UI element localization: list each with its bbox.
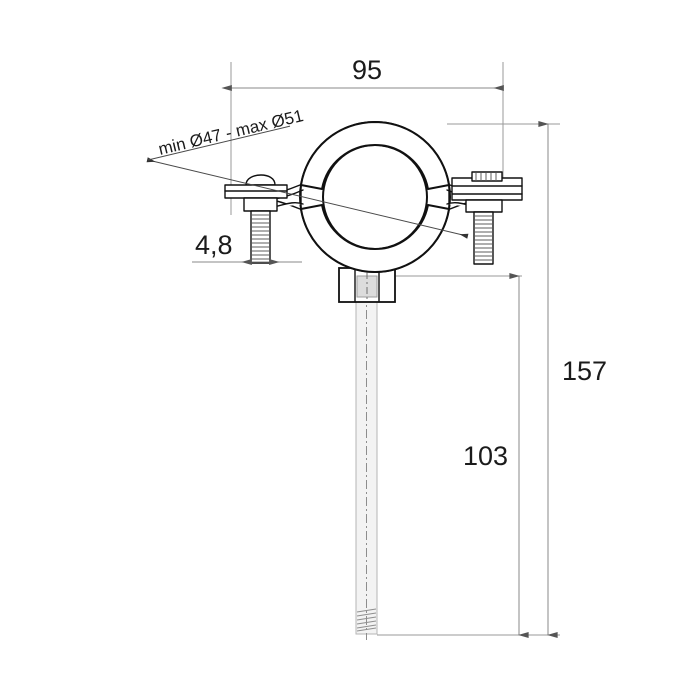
dim-label-103: 103 <box>463 441 508 471</box>
left-bolt <box>224 174 288 264</box>
center-nut <box>338 267 396 303</box>
left-bolt-washer <box>243 197 278 212</box>
left-bolt-head <box>245 174 276 186</box>
dim-label-157: 157 <box>562 356 607 386</box>
diameter-text-underline <box>147 125 291 161</box>
upper-shell-band <box>300 121 450 190</box>
right-bolt-shank <box>473 211 494 265</box>
dim-label-48: 4,8 <box>195 230 233 260</box>
threaded-rod <box>355 271 378 640</box>
dimension-width-95: 95 <box>221 55 504 215</box>
clamp-upper-shell <box>300 121 450 190</box>
right-bolt <box>451 171 523 265</box>
right-bolt-head <box>471 171 503 182</box>
clamp-inner-circle <box>322 144 428 250</box>
clamp-lower-shell <box>300 204 450 273</box>
diameter-leader-line <box>146 157 469 239</box>
dimension-rod-length: 103 <box>377 273 560 638</box>
dimension-bolt-offset: 4,8 <box>192 230 302 265</box>
dimension-total-height: 157 <box>447 121 607 638</box>
lower-shell-band <box>300 204 450 273</box>
right-head-serrations <box>475 173 497 181</box>
dim-label-95: 95 <box>352 55 382 85</box>
right-bolt-threads <box>475 215 492 261</box>
right-bolt-washer <box>465 199 503 213</box>
rod-thread-end <box>356 608 377 632</box>
